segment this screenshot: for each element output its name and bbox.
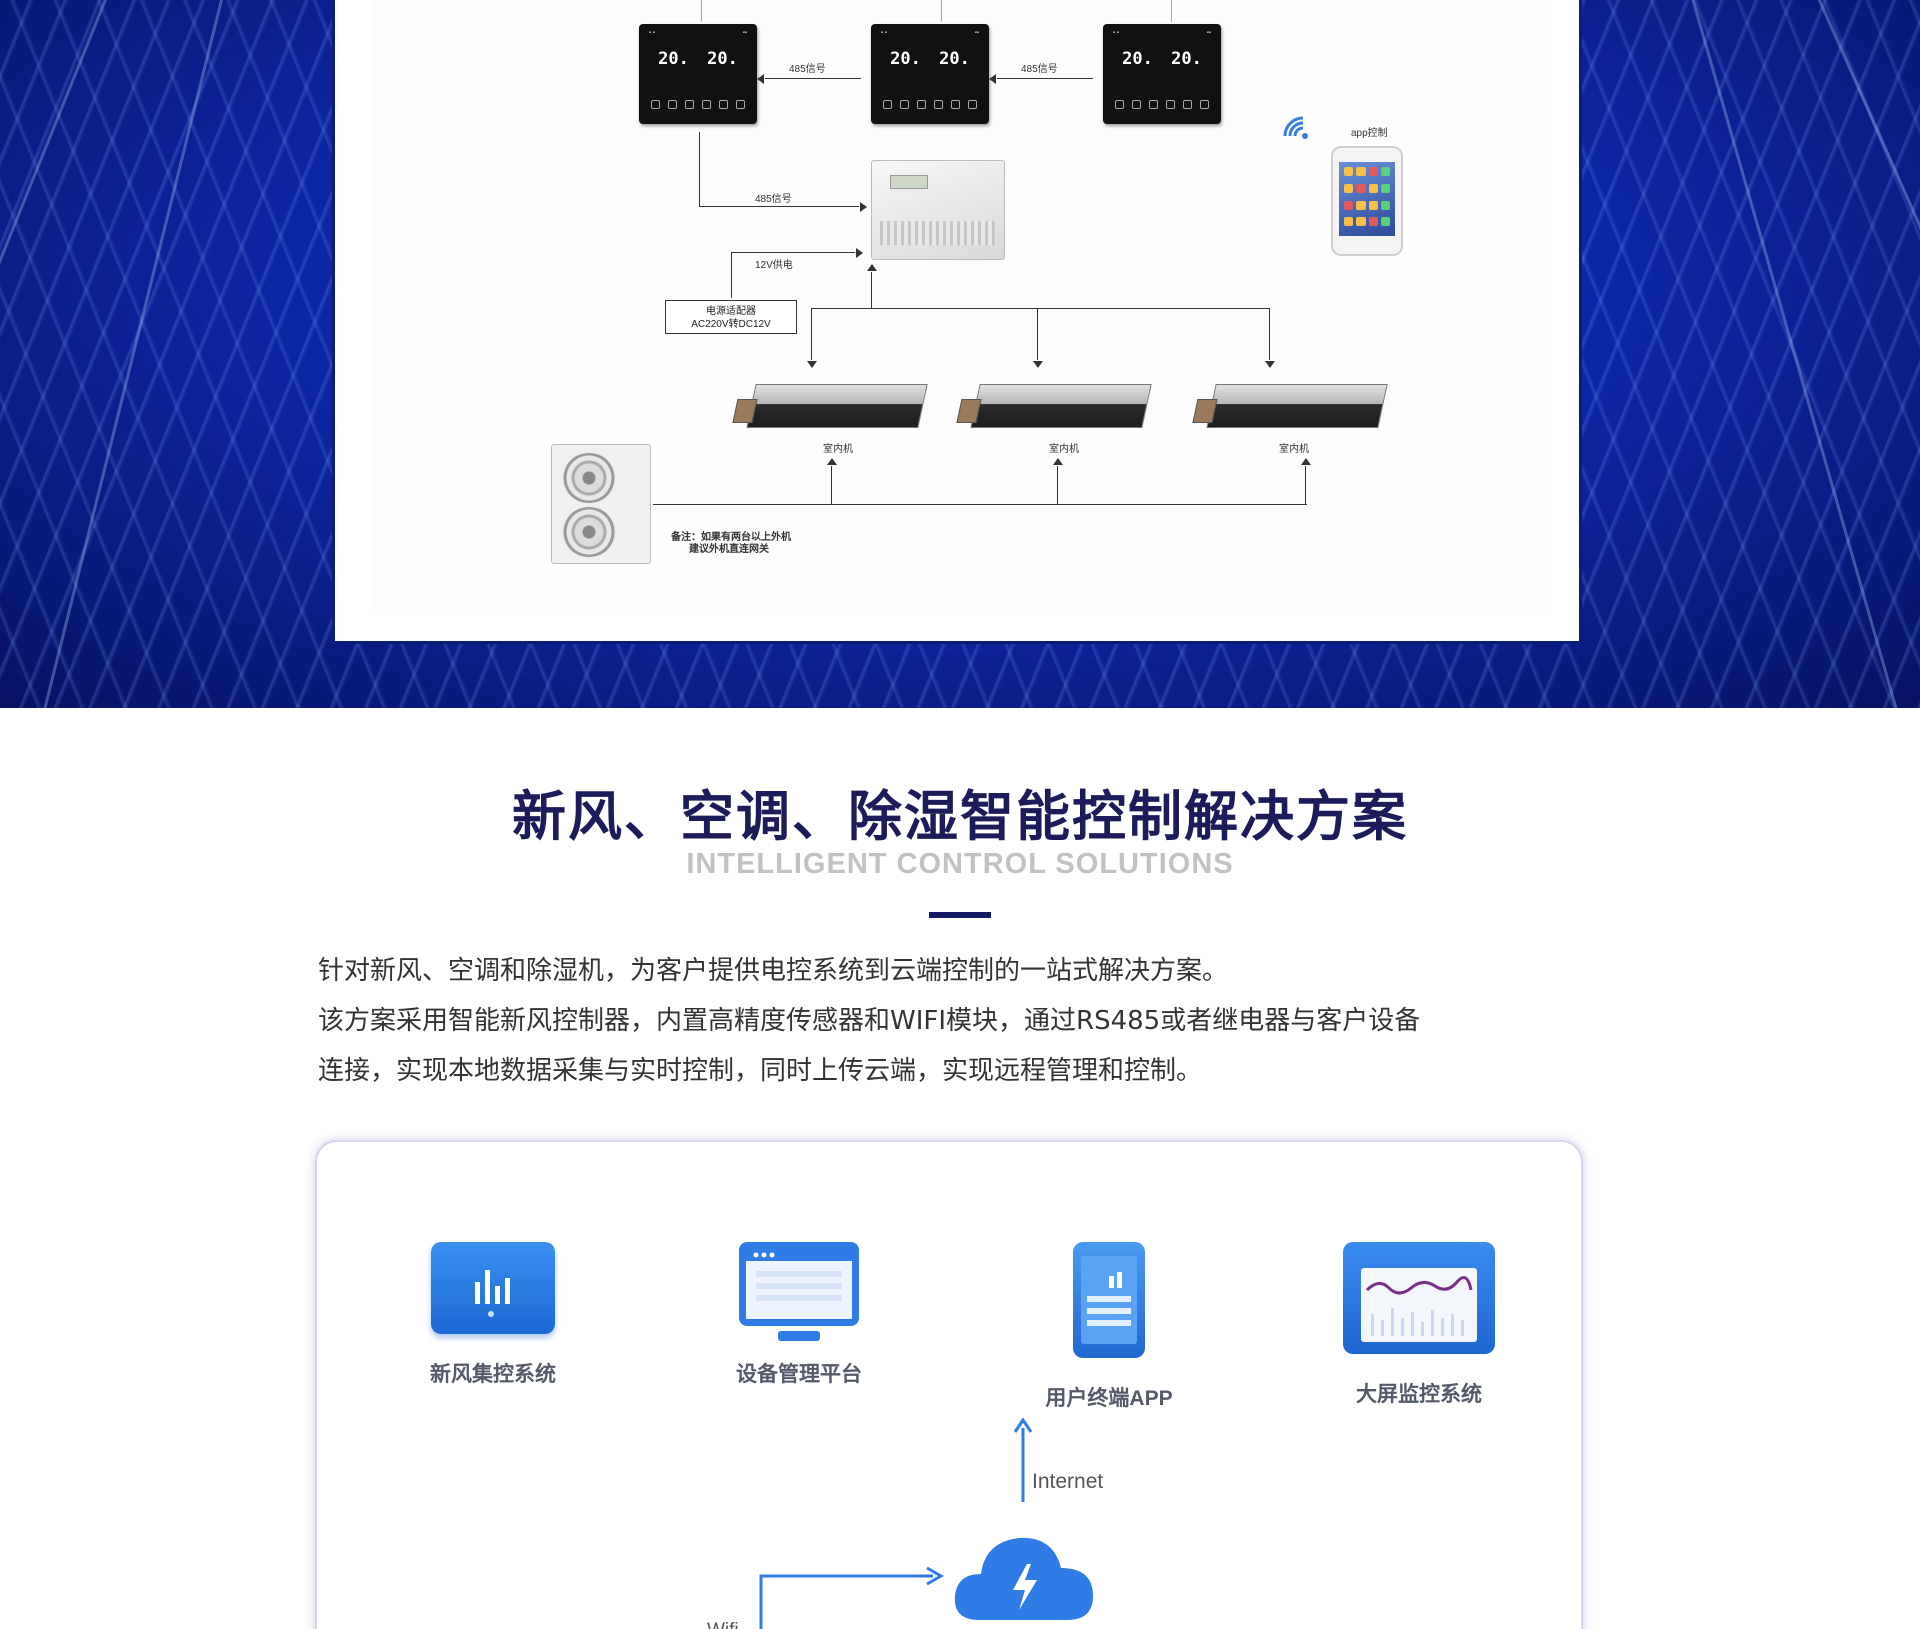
tile-device-management-platform: 设备管理平台 [679,1242,919,1388]
power-adapter-box: 电源适配器 AC220V转DC12V [665,300,797,334]
note-text: 建议外机直连网关 [689,544,769,555]
arrow-up-icon [1013,1418,1033,1502]
bar-chart-icon [431,1242,555,1334]
page-title: 新风、空调、除湿智能控制解决方案 [512,785,1408,848]
indoor-unit-1 [746,384,928,428]
architecture-card: 新风集控系统 设备管理平台 用户终端APP [315,1140,1583,1629]
wifi-arrow-icon [759,1566,945,1629]
tile-fresh-air-central-control: 新风集控系统 [373,1242,613,1388]
wifi-icon [1283,116,1308,139]
smart-controller [871,160,1005,260]
tile-label: 用户终端APP [1045,1387,1173,1410]
power-label: 12V供电 [755,260,793,271]
intro-paragraph-line: 该方案采用智能新风控制器，内置高精度传感器和WIFI模块，通过RS485或者继电… [318,1006,1421,1036]
tile-user-app: 用户终端APP [989,1242,1229,1412]
tile-big-screen-monitoring: 大屏监控系统 [1299,1242,1539,1408]
indoor-unit-2 [970,384,1152,428]
mobile-app-icon [1073,1242,1145,1358]
indoor-unit-label: 室内机 [1279,444,1309,455]
hero-background: ▪ ▪▪▪ 20.20. ▪ ▪▪▪ 20.20. ▪ ▪▪▪ 20.20. 4… [0,0,1920,708]
tile-label: 大屏监控系统 [1356,1383,1482,1406]
big-screen-icon [1343,1242,1495,1354]
app-control-label: app控制 [1351,128,1388,139]
outdoor-unit [551,444,651,564]
tile-label: 新风集控系统 [430,1363,556,1386]
title-divider [929,912,991,918]
signal-label: 485信号 [1021,64,1058,75]
signal-label: 485信号 [789,64,826,75]
indoor-unit-label: 室内机 [823,444,853,455]
light-streak [1680,0,1909,708]
note-text: 备注：如果有两台以上外机 [671,532,791,543]
monitor-icon [739,1242,859,1341]
light-streak [1800,0,1920,708]
smartphone [1331,146,1403,256]
thermostat-1: ▪ ▪▪▪ 20.20. [639,24,757,124]
intro-paragraph-line: 针对新风、空调和除湿机，为客户提供电控系统到云端控制的一站式解决方案。 [318,956,1229,986]
internet-label: Internet [1032,1470,1104,1493]
system-diagram: ▪ ▪▪▪ 20.20. ▪ ▪▪▪ 20.20. ▪ ▪▪▪ 20.20. 4… [371,0,1546,614]
page-subtitle: INTELLIGENT CONTROL SOLUTIONS [686,848,1234,880]
indoor-unit-label: 室内机 [1049,444,1079,455]
system-diagram-frame: ▪ ▪▪▪ 20.20. ▪ ▪▪▪ 20.20. ▪ ▪▪▪ 20.20. 4… [332,0,1582,644]
light-streak [0,0,123,708]
thermostat-3: ▪ ▪▪▪ 20.20. [1103,24,1221,124]
signal-label: 485信号 [755,194,792,205]
thermostat-2: ▪ ▪▪▪ 20.20. [871,24,989,124]
cloud-icon [954,1537,1093,1620]
indoor-unit-3 [1206,384,1388,428]
wifi-label: Wifi [707,1620,739,1629]
tile-label: 设备管理平台 [736,1363,862,1386]
intro-paragraph-line: 连接，实现本地数据采集与实时控制，同时上传云端，实现远程管理和控制。 [318,1056,1203,1086]
